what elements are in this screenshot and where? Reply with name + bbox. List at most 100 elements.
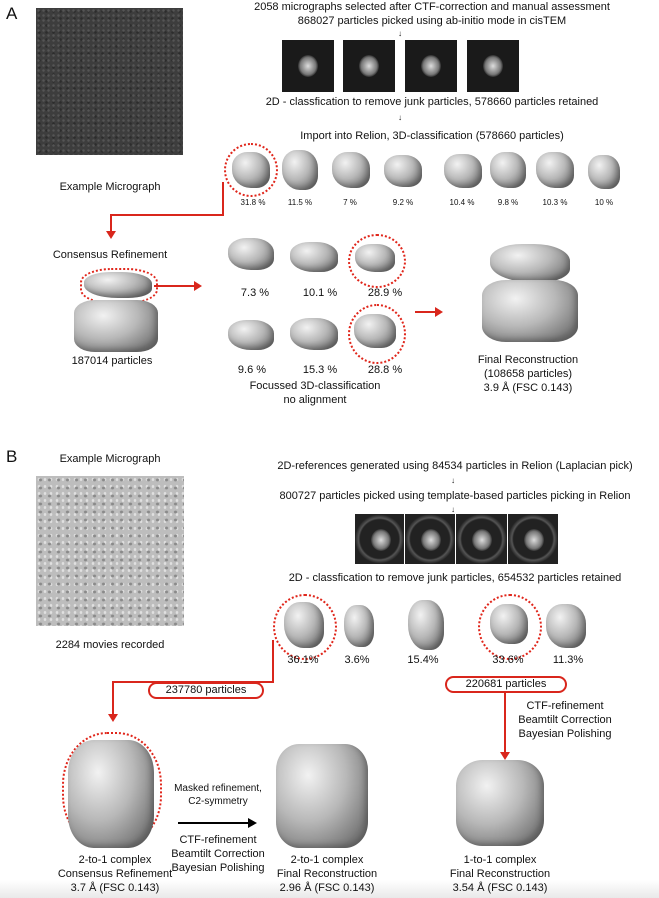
bottom-strip <box>0 880 659 898</box>
class-percent: 10.4 % <box>449 198 475 207</box>
class-percent: 3.6% <box>344 654 370 666</box>
left-result: Consensus Refinement <box>57 868 173 880</box>
mid-step: CTF-refinement <box>179 834 257 846</box>
density-map <box>344 605 374 647</box>
panel-a-label: A <box>6 4 18 23</box>
flow-arrow <box>415 307 443 317</box>
density-map <box>232 152 270 188</box>
flow-line <box>110 214 224 216</box>
flow-line <box>272 640 274 682</box>
density-map <box>536 152 574 188</box>
density-map <box>482 280 578 342</box>
class-percent: 11.3% <box>552 654 584 666</box>
selection-circle <box>348 234 406 288</box>
density-map <box>354 314 396 348</box>
density-map <box>276 744 368 848</box>
selection-circle <box>273 594 337 660</box>
class-2d-image <box>405 40 457 92</box>
class-2d-image <box>508 514 558 564</box>
micrograph-a-caption: Example Micrograph <box>59 181 161 193</box>
class-percent: 33.6% <box>492 654 524 666</box>
final-resolution: 3.9 Å (FSC 0.143) <box>483 382 573 394</box>
focused-title: Focussed 3D-classification <box>249 380 381 392</box>
b-step1: 2D-references generated using 84534 part… <box>277 460 633 472</box>
density-map <box>290 318 338 350</box>
class-2d-image <box>355 514 404 564</box>
density-map <box>490 604 528 644</box>
density-map <box>332 152 370 188</box>
class-percent: 10.3 % <box>542 198 568 207</box>
mid-result: 2.96 Å (FSC 0.143) <box>279 882 375 894</box>
black-arrow <box>178 822 250 824</box>
density-map <box>384 155 422 187</box>
a-step2: 868027 particles picked using ab-initio … <box>297 15 567 27</box>
class-percent: 11.5 % <box>287 198 313 207</box>
a-step3: 2D - classfication to remove junk partic… <box>265 96 599 108</box>
focused-percent: 28.9 % <box>367 287 403 299</box>
density-map <box>546 604 586 648</box>
left-result: 3.7 Å (FSC 0.143) <box>70 882 160 894</box>
micrograph-b <box>36 476 184 626</box>
class-percent: 15.4% <box>407 654 439 666</box>
density-map <box>588 155 620 189</box>
selection-circle <box>478 594 542 660</box>
masked-refinement: Masked refinement, <box>174 783 262 794</box>
down-arrow-icon: ↓ <box>398 113 402 122</box>
class-2d-image <box>405 514 455 564</box>
panel-b-label: B <box>6 447 18 466</box>
b-step2: 800727 particles picked using template-b… <box>279 490 631 502</box>
density-map <box>290 242 338 272</box>
density-map <box>408 600 444 650</box>
consensus-title: Consensus Refinement <box>52 249 168 261</box>
class-percent: 36.1% <box>287 654 319 666</box>
particles-pill-left: 237780 particles <box>148 682 264 699</box>
focused-percent: 15.3 % <box>302 364 338 376</box>
density-map <box>228 238 274 270</box>
density-map <box>84 272 152 298</box>
flow-line <box>222 182 224 216</box>
mid-step: Bayesian Polishing <box>171 862 265 874</box>
left-result: 2-to-1 complex <box>78 854 152 866</box>
mid-step: Beamtilt Correction <box>171 848 265 860</box>
class-2d-image <box>467 40 519 92</box>
right-result: 3.54 Å (FSC 0.143) <box>452 882 548 894</box>
focused-percent: 7.3 % <box>240 287 270 299</box>
density-map <box>490 244 570 282</box>
class-percent: 7 % <box>343 198 357 207</box>
flow-arrow <box>500 693 510 760</box>
class-2d-image <box>456 514 507 564</box>
selection-circle <box>224 143 278 197</box>
focused-percent: 9.6 % <box>237 364 267 376</box>
class-2d-image <box>343 40 395 92</box>
density-map <box>456 760 544 846</box>
right-result: 1-to-1 complex <box>463 854 537 866</box>
particles-pill-right: 220681 particles <box>445 676 567 693</box>
class-percent: 9.8 % <box>497 198 519 207</box>
density-map <box>282 150 318 190</box>
density-map <box>490 152 526 188</box>
density-map <box>355 244 395 272</box>
density-map <box>444 154 482 188</box>
right-step: Bayesian Polishing <box>518 728 612 740</box>
class-percent: 31.8 % <box>240 198 266 207</box>
density-map <box>74 300 158 352</box>
class-2d-image <box>282 40 334 92</box>
class-percent: 9.2 % <box>392 198 414 207</box>
class-percent: 10 % <box>594 198 614 207</box>
down-arrow-icon: ↓ <box>451 476 455 485</box>
right-result: Final Reconstruction <box>449 868 551 880</box>
focused-subtitle: no alignment <box>283 394 347 406</box>
focused-percent: 28.8 % <box>367 364 403 376</box>
movies-count: 2284 movies recorded <box>55 639 165 651</box>
flow-arrow <box>106 214 116 239</box>
flow-arrow <box>108 681 118 722</box>
mid-result: Final Reconstruction <box>276 868 378 880</box>
final-title: Final Reconstruction <box>477 354 579 366</box>
focused-percent: 10.1 % <box>302 287 338 299</box>
mid-result: 2-to-1 complex <box>290 854 364 866</box>
micrograph-b-caption: Example Micrograph <box>59 453 161 465</box>
a-step1: 2058 micrographs selected after CTF-corr… <box>254 1 610 13</box>
density-map <box>68 740 154 848</box>
right-step: CTF-refinement <box>526 700 604 712</box>
final-particles: (108658 particles) <box>483 368 573 380</box>
